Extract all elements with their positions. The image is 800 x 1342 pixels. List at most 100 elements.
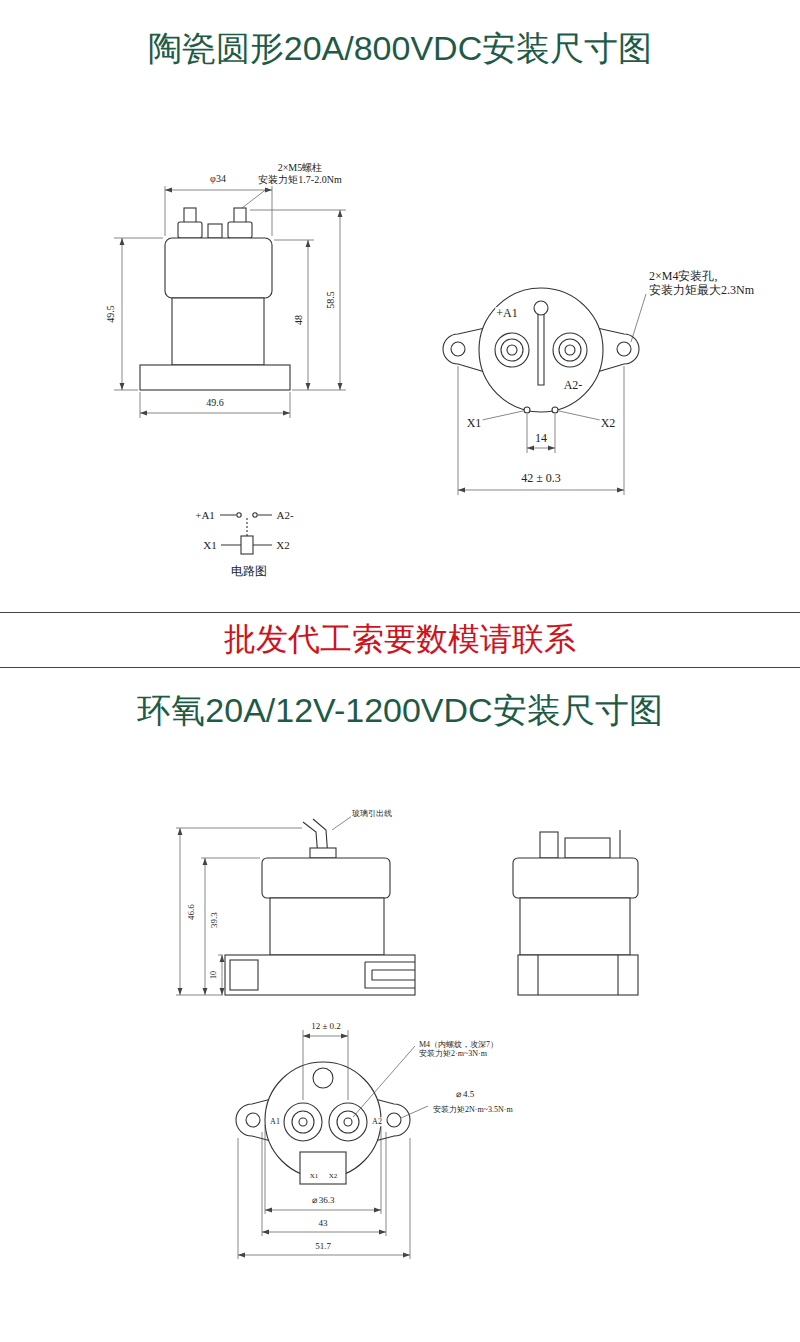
ceramic-front-dimensions-part bbox=[274, 240, 346, 390]
epoxy-bottom-view-part bbox=[299, 1118, 307, 1126]
dimension-label: 安装力矩2N·m~3.5N·m bbox=[432, 1105, 514, 1114]
epoxy-front-dimensions-part bbox=[332, 816, 352, 830]
dimension-label: ⌀ 36.3 bbox=[311, 1195, 336, 1205]
epoxy-bottom-view-part bbox=[284, 1103, 322, 1141]
dimension-label: 2×M5螺柱 安装力矩1.7-2.0Nm bbox=[249, 162, 351, 185]
banner-text: 批发代工索要数模请联系 bbox=[224, 618, 576, 662]
dimension-label: 49.5 bbox=[105, 304, 117, 324]
ceramic-top-dimensions-part bbox=[527, 414, 555, 453]
ceramic-front-dimensions-part bbox=[140, 392, 290, 418]
dimension-label: ⌀ 4.5 bbox=[455, 1089, 476, 1099]
dimension-label: 51.7 bbox=[314, 1241, 332, 1251]
ceramic-top-view-part bbox=[495, 333, 529, 367]
dimension-label: X1 bbox=[202, 539, 217, 552]
epoxy-bottom-dimensions bbox=[238, 1030, 428, 1259]
epoxy-side-view-part bbox=[565, 838, 610, 858]
circuit-symbol bbox=[220, 513, 272, 554]
banner-band: 批发代工索要数模请联系 bbox=[0, 612, 800, 668]
circuit-symbol-part bbox=[220, 514, 272, 515]
epoxy-bottom-view-part bbox=[292, 1111, 314, 1133]
epoxy-bottom-view-part bbox=[344, 1118, 352, 1126]
epoxy-front-dimensions-part bbox=[176, 828, 302, 995]
epoxy-front-view-part bbox=[310, 848, 336, 858]
dimension-label: 2×M4安装孔, 安装力矩最大2.3Nm bbox=[648, 270, 785, 298]
dimension-label: 43 bbox=[318, 1218, 329, 1228]
epoxy-front-view-part bbox=[230, 960, 258, 990]
ceramic-front-view-part bbox=[208, 224, 222, 238]
ceramic-top-view-part bbox=[538, 314, 544, 385]
circuit-symbol-part bbox=[253, 513, 257, 517]
ceramic-front-view-part bbox=[172, 298, 264, 365]
dimension-label: +A1 bbox=[194, 509, 216, 522]
epoxy-bottom-view-part bbox=[387, 1113, 401, 1127]
dimension-label: 39.3 bbox=[209, 911, 219, 929]
epoxy-front-view bbox=[225, 819, 415, 995]
epoxy-side-view-part bbox=[520, 898, 630, 955]
epoxy-side-view-part bbox=[538, 955, 618, 995]
dimension-label: X2 bbox=[275, 539, 290, 552]
circuit-symbol-part bbox=[241, 536, 253, 554]
dimension-label: 10 bbox=[209, 970, 218, 980]
epoxy-front-dimensions bbox=[176, 816, 352, 995]
ceramic-top-dimensions bbox=[458, 294, 646, 495]
section-heading: 环氧20A/12V-1200VDC安装尺寸图 bbox=[137, 690, 662, 731]
ceramic-front-dimensions-part bbox=[250, 210, 346, 211]
ceramic-top-dimensions-part bbox=[458, 366, 624, 495]
epoxy-front-dimensions-part bbox=[222, 955, 223, 995]
epoxy-bottom-dimensions-part bbox=[238, 1255, 410, 1256]
dimension-label: 49.6 bbox=[205, 397, 225, 409]
ceramic-top-view bbox=[443, 288, 639, 413]
ceramic-top-view-part bbox=[451, 342, 465, 356]
ceramic-top-dimensions-part bbox=[458, 490, 624, 491]
epoxy-bottom-dimensions-part bbox=[238, 1138, 410, 1259]
ceramic-top-view-part bbox=[507, 345, 517, 355]
ceramic-front-view-part bbox=[140, 365, 290, 390]
ceramic-front-dimensions-part bbox=[242, 188, 268, 208]
dimension-label: 玻璃引出线 bbox=[351, 809, 393, 818]
epoxy-side-view-part bbox=[513, 858, 638, 898]
ceramic-front-dimensions-part bbox=[165, 190, 272, 191]
ceramic-top-view-part bbox=[501, 339, 523, 361]
epoxy-side-view-part bbox=[540, 832, 558, 858]
dimension-label: A2 bbox=[371, 1117, 383, 1126]
epoxy-bottom-dimensions-part bbox=[262, 1132, 386, 1236]
ceramic-front-dimensions-part bbox=[140, 413, 290, 414]
ceramic-top-dimensions-part bbox=[482, 411, 600, 420]
dimension-label: X2 bbox=[328, 1172, 339, 1180]
ceramic-front-view bbox=[140, 208, 290, 390]
dimension-label: +A1 bbox=[495, 307, 518, 321]
dimension-label: 14 bbox=[534, 432, 548, 446]
ceramic-top-view-part bbox=[479, 288, 603, 412]
epoxy-front-dimensions-part bbox=[201, 858, 260, 859]
ceramic-front-dimensions bbox=[114, 186, 346, 418]
circuit-symbol-part bbox=[237, 513, 241, 517]
epoxy-bottom-dimensions-part bbox=[265, 1125, 381, 1214]
ceramic-front-dimensions-part bbox=[308, 240, 309, 390]
epoxy-front-view-part bbox=[365, 962, 415, 988]
ceramic-front-view-part bbox=[178, 222, 202, 238]
ceramic-top-view-part bbox=[524, 407, 530, 413]
epoxy-front-dimensions-part bbox=[180, 828, 181, 995]
dimension-label: 58.5 bbox=[325, 290, 337, 310]
ceramic-front-dimensions-part bbox=[340, 210, 341, 390]
ceramic-top-view-part bbox=[534, 301, 548, 315]
epoxy-front-view-part bbox=[270, 898, 384, 955]
circuit-symbol-part bbox=[246, 518, 247, 536]
dimension-label: M4（内螺纹，攻深7） 安装力矩2·m~3N·m bbox=[418, 1040, 530, 1058]
epoxy-side-view-part bbox=[518, 955, 638, 995]
dimension-label: 12 ± 0.2 bbox=[310, 1021, 342, 1031]
dimension-label: 48 bbox=[293, 314, 305, 326]
ceramic-top-view-part bbox=[617, 342, 631, 356]
ceramic-front-dimensions-part bbox=[114, 238, 163, 390]
ceramic-top-view-part bbox=[553, 333, 587, 367]
ceramic-top-view-part bbox=[559, 339, 581, 361]
dimension-label: 42 ± 0.3 bbox=[520, 472, 562, 486]
epoxy-bottom-view-part bbox=[246, 1113, 260, 1127]
ceramic-front-view-part bbox=[165, 238, 272, 298]
dimension-label: X1 bbox=[309, 1172, 320, 1180]
epoxy-bottom-dimensions-part bbox=[303, 1030, 348, 1100]
epoxy-side-view bbox=[513, 830, 638, 995]
epoxy-bottom-dimensions-part bbox=[265, 1210, 381, 1211]
epoxy-bottom-dimensions-part bbox=[303, 1036, 348, 1037]
